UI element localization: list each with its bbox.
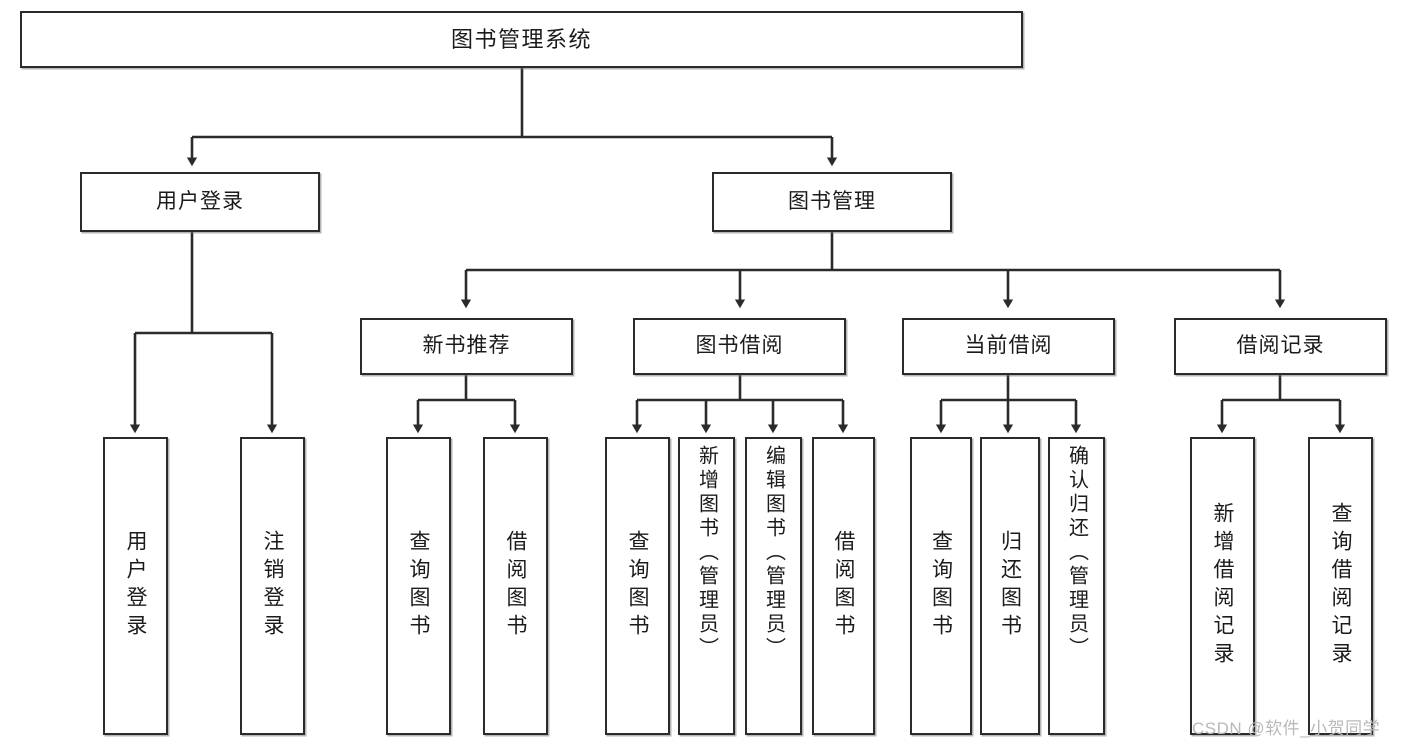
leaf-add-book-admin-label: 新增图书（管理员） — [695, 445, 718, 661]
leaf-user-login[interactable]: 用户登录 — [103, 437, 168, 735]
leaf-add-borrow-record[interactable]: 新增借阅记录 — [1190, 437, 1255, 735]
node-current-borrow-label: 当前借阅 — [964, 334, 1053, 358]
leaf-query-book-3-label: 查询图书 — [929, 530, 953, 642]
node-new-book-recommend-label: 新书推荐 — [422, 334, 511, 358]
leaf-query-book-1[interactable]: 查询图书 — [386, 437, 451, 735]
node-book-borrow[interactable]: 图书借阅 — [633, 318, 846, 375]
leaf-query-borrow-record-label: 查询借阅记录 — [1329, 502, 1352, 670]
node-root-label: 图书管理系统 — [450, 26, 592, 52]
leaf-borrow-book-1-label: 借阅图书 — [504, 530, 527, 642]
leaf-query-book-1-label: 查询图书 — [407, 530, 430, 642]
node-current-borrow[interactable]: 当前借阅 — [902, 318, 1115, 375]
node-book-manage[interactable]: 图书管理 — [712, 172, 952, 232]
leaf-add-book-admin[interactable]: 新增图书（管理员） — [678, 437, 735, 735]
leaf-query-book-2[interactable]: 查询图书 — [605, 437, 670, 735]
leaf-borrow-book-1[interactable]: 借阅图书 — [483, 437, 548, 735]
leaf-add-borrow-record-label: 新增借阅记录 — [1211, 502, 1234, 670]
leaf-user-login-label: 用户登录 — [124, 530, 147, 642]
leaf-return-book[interactable]: 归还图书 — [980, 437, 1040, 735]
node-book-manage-label: 图书管理 — [788, 189, 876, 213]
node-new-book-recommend[interactable]: 新书推荐 — [360, 318, 573, 375]
node-root[interactable]: 图书管理系统 — [20, 11, 1023, 68]
leaf-borrow-book-2-label: 借阅图书 — [832, 530, 855, 642]
watermark: CSDN @软件_小贺同学 — [1192, 719, 1381, 738]
leaf-query-borrow-record[interactable]: 查询借阅记录 — [1308, 437, 1373, 735]
node-user-login-label: 用户登录 — [156, 189, 244, 213]
node-borrow-record[interactable]: 借阅记录 — [1174, 318, 1387, 375]
leaf-query-book-3[interactable]: 查询图书 — [910, 437, 972, 735]
leaf-edit-book-admin[interactable]: 编辑图书（管理员） — [745, 437, 802, 735]
leaf-edit-book-admin-label: 编辑图书（管理员） — [762, 445, 785, 661]
node-book-borrow-label: 图书借阅 — [695, 334, 784, 358]
leaf-logout-label: 注销登录 — [261, 530, 284, 642]
leaf-query-book-2-label: 查询图书 — [626, 530, 649, 642]
leaf-borrow-book-2[interactable]: 借阅图书 — [812, 437, 875, 735]
leaf-return-book-label: 归还图书 — [998, 530, 1022, 642]
leaf-confirm-return-admin-label: 确认归还（管理员） — [1065, 445, 1088, 661]
leaf-logout[interactable]: 注销登录 — [240, 437, 305, 735]
node-borrow-record-label: 借阅记录 — [1236, 334, 1325, 358]
leaf-confirm-return-admin[interactable]: 确认归还（管理员） — [1048, 437, 1105, 735]
node-user-login[interactable]: 用户登录 — [80, 172, 320, 232]
